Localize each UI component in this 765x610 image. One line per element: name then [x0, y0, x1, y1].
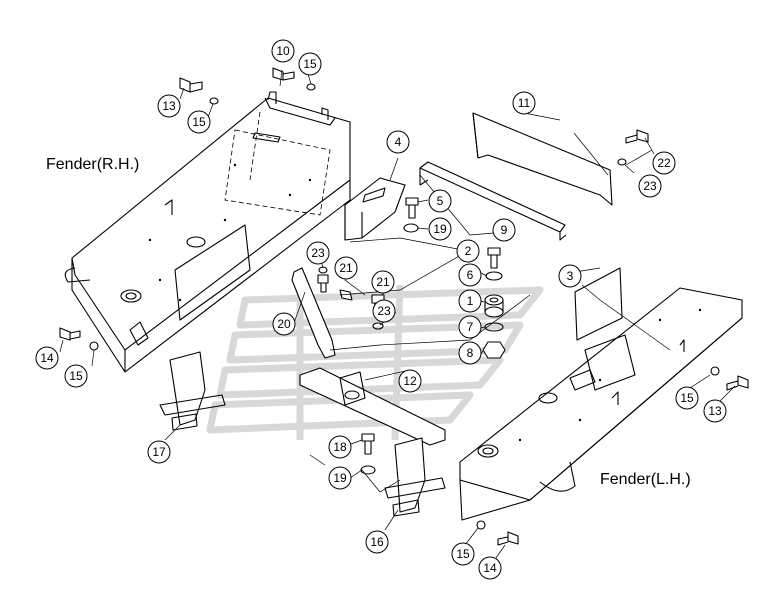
svg-text:14: 14 — [483, 561, 497, 575]
svg-text:11: 11 — [518, 96, 531, 110]
callout-16: 16 — [365, 530, 389, 554]
plate-part-11 — [472, 112, 613, 206]
callout-23-left: 23 — [306, 241, 330, 265]
callout-23-mid: 23 — [372, 299, 396, 323]
svg-text:15: 15 — [69, 369, 83, 383]
svg-text:13: 13 — [708, 404, 722, 418]
callout-13-right: 13 — [703, 399, 727, 423]
fender-rh-label: Fender(R.H.) — [46, 156, 139, 173]
callout-6: 6 — [458, 263, 482, 287]
fender-lh-panel — [459, 287, 743, 521]
callout-1: 1 — [458, 289, 482, 313]
callout-14-bottom: 14 — [478, 556, 502, 580]
svg-text:1: 1 — [467, 294, 474, 308]
bracket-part-4 — [344, 177, 406, 241]
callout-15-top: 15 — [298, 52, 322, 76]
svg-text:4: 4 — [395, 135, 402, 149]
callout-15-left-top: 15 — [187, 110, 211, 134]
fender-rh-panel — [64, 91, 351, 373]
callout-23-top-right: 23 — [638, 174, 662, 198]
svg-text:10: 10 — [276, 44, 290, 58]
svg-text:21: 21 — [339, 261, 353, 275]
svg-text:20: 20 — [277, 317, 291, 331]
callout-4: 4 — [386, 130, 410, 154]
svg-text:16: 16 — [370, 535, 384, 549]
svg-text:23: 23 — [377, 304, 391, 318]
svg-text:14: 14 — [40, 351, 54, 365]
watermark-logo — [206, 284, 544, 441]
svg-text:21: 21 — [376, 275, 390, 289]
callout-18: 18 — [328, 435, 352, 459]
svg-text:15: 15 — [303, 57, 317, 71]
svg-text:18: 18 — [333, 440, 347, 454]
svg-text:15: 15 — [680, 391, 694, 405]
svg-text:22: 22 — [657, 156, 671, 170]
bracket-part-16 — [384, 437, 446, 517]
callout-19-bottom: 19 — [328, 466, 352, 490]
callout-15-right: 15 — [675, 386, 699, 410]
bracket-part-17 — [159, 351, 226, 431]
svg-text:6: 6 — [467, 268, 474, 282]
plate-part-3 — [574, 267, 623, 341]
svg-text:8: 8 — [467, 346, 474, 360]
callout-15-left: 15 — [64, 364, 88, 388]
callout-21-right: 21 — [371, 270, 395, 294]
callout-19-top: 19 — [428, 217, 452, 241]
callout-7: 7 — [458, 315, 482, 339]
callout-8: 8 — [458, 341, 482, 365]
svg-text:5: 5 — [437, 194, 444, 208]
svg-text:2: 2 — [465, 244, 472, 258]
callout-20: 20 — [272, 312, 296, 336]
fender-lh-label: Fender(L.H.) — [600, 471, 691, 488]
callout-11: 11 — [512, 91, 536, 115]
svg-text:3: 3 — [567, 269, 574, 283]
callout-22: 22 — [652, 151, 676, 175]
arm-part-20 — [291, 267, 336, 359]
callout-10: 10 — [271, 39, 295, 63]
svg-text:19: 19 — [433, 222, 447, 236]
callout-12: 12 — [398, 369, 422, 393]
svg-text:13: 13 — [162, 99, 176, 113]
callout-9: 9 — [492, 218, 516, 242]
svg-text:15: 15 — [192, 115, 206, 129]
svg-text:12: 12 — [403, 374, 417, 388]
callout-21-left: 21 — [334, 256, 358, 280]
callout-14-left: 14 — [35, 346, 59, 370]
svg-text:19: 19 — [333, 471, 347, 485]
callout-3: 3 — [558, 264, 582, 288]
svg-text:15: 15 — [456, 547, 470, 561]
svg-text:23: 23 — [643, 179, 657, 193]
callout-2: 2 — [456, 239, 480, 263]
svg-text:9: 9 — [501, 223, 508, 237]
callout-15-bottom: 15 — [451, 542, 475, 566]
callout-17: 17 — [147, 440, 171, 464]
svg-text:17: 17 — [152, 445, 166, 459]
crossbar-part-12 — [299, 367, 446, 446]
callouts: 11 22 23 4 5 19 9 2 6 1 7 8 3 10 15 13 1… — [35, 39, 727, 580]
callout-13-top: 13 — [157, 94, 181, 118]
svg-text:7: 7 — [467, 320, 474, 334]
svg-text:23: 23 — [311, 246, 325, 260]
callout-5: 5 — [428, 189, 452, 213]
